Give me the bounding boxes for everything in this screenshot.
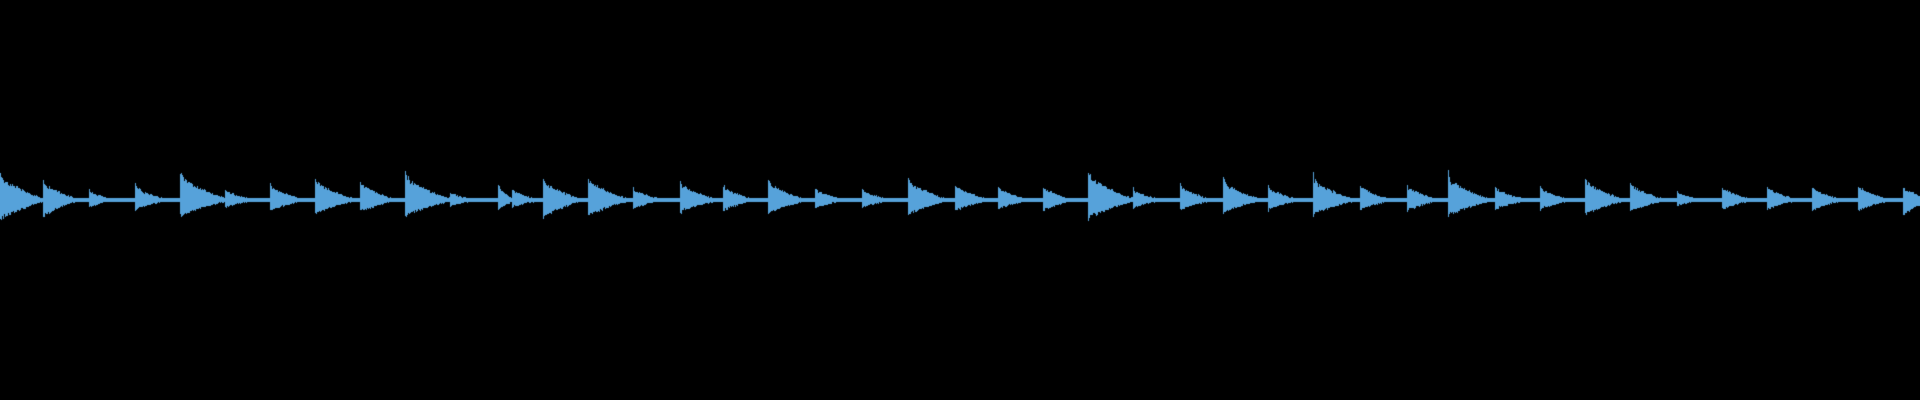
waveform-viewer <box>0 0 1920 400</box>
audio-waveform <box>0 0 1920 400</box>
